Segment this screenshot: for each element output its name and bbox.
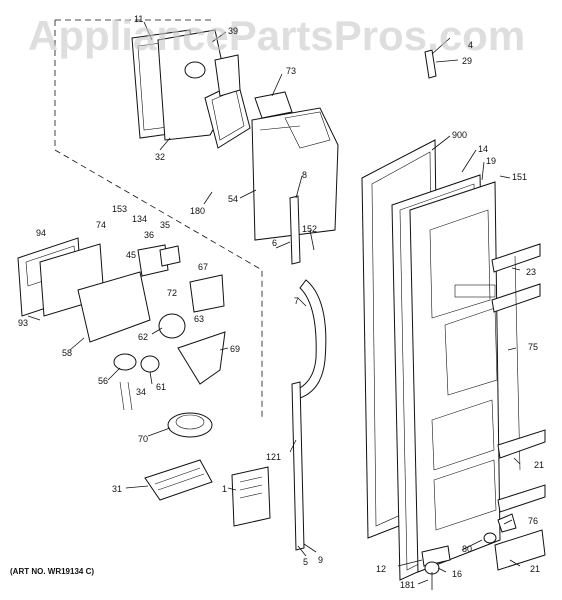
callout-label: 45 bbox=[126, 250, 136, 260]
part-29-bracket bbox=[424, 37, 459, 79]
door-handle-and-trims bbox=[289, 195, 327, 551]
callout-label: 56 bbox=[98, 376, 108, 386]
callout-label: 39 bbox=[228, 26, 238, 36]
door-inner-liner bbox=[409, 181, 501, 573]
dispenser-mechanism bbox=[77, 244, 225, 343]
callout-label: 21 bbox=[534, 460, 544, 470]
callout-label: 134 bbox=[132, 214, 147, 224]
callout-label: 9 bbox=[318, 555, 323, 565]
callout-label: 23 bbox=[526, 267, 536, 277]
callout-label: 69 bbox=[230, 344, 240, 354]
callout-label: 72 bbox=[167, 288, 177, 298]
callout-label: 16 bbox=[452, 569, 462, 579]
callout-label: 61 bbox=[156, 382, 166, 392]
callout-label: 7 bbox=[294, 296, 299, 306]
callout-label: 62 bbox=[138, 332, 148, 342]
callout-label: 5 bbox=[303, 557, 308, 567]
callout-leader-lines bbox=[27, 21, 521, 585]
callout-label: 34 bbox=[136, 387, 146, 397]
callout-label: 63 bbox=[194, 314, 204, 324]
callout-label: 36 bbox=[144, 230, 154, 240]
dispenser-actuator-parts bbox=[113, 313, 226, 438]
callout-label: 73 bbox=[286, 66, 296, 76]
art-number: (ART NO. WR19134 C) bbox=[10, 567, 94, 576]
callout-label: 11 bbox=[134, 14, 143, 24]
control-panel-assembly bbox=[17, 237, 105, 317]
callout-label: 54 bbox=[228, 194, 238, 204]
callout-label: 151 bbox=[512, 172, 527, 182]
callout-label: 4 bbox=[468, 40, 473, 50]
callout-label: 152 bbox=[302, 224, 317, 234]
owners-manual bbox=[231, 466, 271, 527]
callout-label: 14 bbox=[478, 144, 488, 154]
callout-label: 58 bbox=[62, 348, 72, 358]
callout-label: 31 bbox=[112, 484, 122, 494]
callout-label: 19 bbox=[486, 156, 496, 166]
callout-label: 180 bbox=[190, 206, 205, 216]
callout-label: 153 bbox=[112, 204, 127, 214]
callout-label: 94 bbox=[36, 228, 46, 238]
drip-tray bbox=[144, 459, 213, 501]
callout-label: 35 bbox=[160, 220, 170, 230]
callout-label: 74 bbox=[96, 220, 106, 230]
callout-label: 12 bbox=[376, 564, 386, 574]
callout-label: 121 bbox=[266, 452, 281, 462]
callout-label: 181 bbox=[400, 580, 415, 590]
door-hinge-parts bbox=[421, 513, 517, 590]
callout-label: 67 bbox=[198, 262, 208, 272]
door-shelf-bins bbox=[491, 243, 546, 571]
callout-label: 80 bbox=[462, 544, 472, 554]
dispenser-housing-assembly bbox=[131, 29, 251, 149]
callout-label: 6 bbox=[272, 238, 277, 248]
callout-label: 32 bbox=[155, 152, 165, 162]
assembly-dashed-outline bbox=[54, 19, 263, 420]
watermark-text: AppliancePartsPros.com bbox=[28, 12, 525, 59]
ice-chute-assembly bbox=[251, 91, 339, 241]
callout-label: 93 bbox=[18, 318, 28, 328]
callout-label: 76 bbox=[528, 516, 538, 526]
callout-label: 1 bbox=[222, 484, 227, 494]
callout-label: 70 bbox=[138, 434, 148, 444]
callout-labels: 11 39 4 29 73 32 900 14 19 151 8 180 54 … bbox=[18, 14, 544, 590]
callout-label: 8 bbox=[302, 170, 307, 180]
callout-label: 75 bbox=[528, 342, 538, 352]
callout-label: 900 bbox=[452, 130, 467, 140]
callout-label: 21 bbox=[530, 564, 540, 574]
callout-label: 29 bbox=[462, 56, 472, 66]
